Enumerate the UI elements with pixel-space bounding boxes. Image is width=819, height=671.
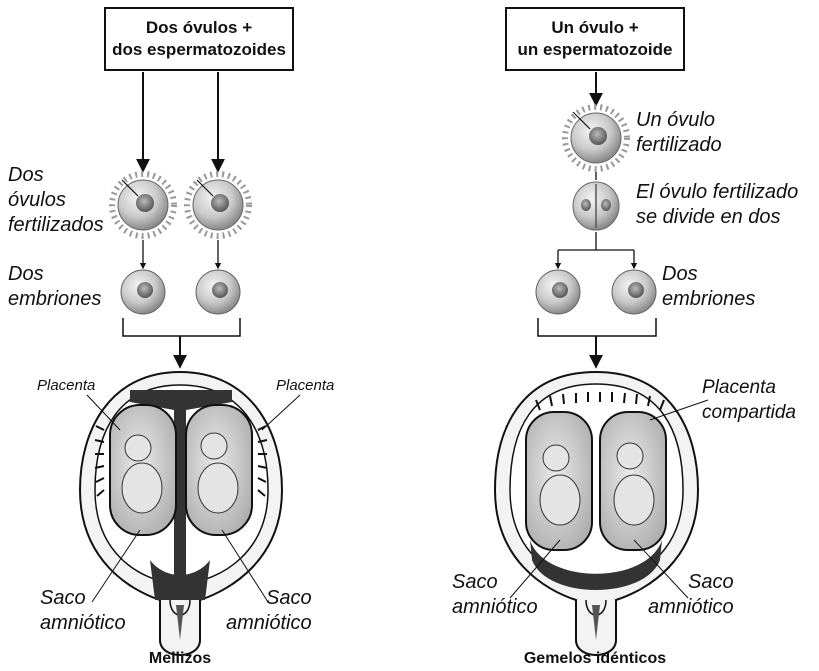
- leader-placenta-right: [262, 395, 300, 430]
- fraternal-start-line-1: Dos óvulos +: [106, 17, 292, 39]
- label-egg-divides: El óvulo fertilizado se divide en dos: [636, 180, 798, 230]
- label-sac-left: Saco amniótico: [40, 586, 126, 636]
- fertilized-egg-right: [187, 174, 249, 236]
- label-sac-right: Saco amniótico: [226, 586, 312, 636]
- label-two-embryos-left: Dos embriones: [8, 262, 101, 312]
- embryo-identical-right: [612, 270, 656, 314]
- caption-fraternal: Mellizos: [130, 650, 230, 668]
- label-two-fertilized-eggs: Dos óvulos fertilizados: [8, 163, 104, 238]
- label-placenta-left: Placenta: [37, 376, 95, 395]
- label-shared-placenta: Placenta compartida: [702, 375, 796, 425]
- label-sac-identical-right: Saco amniótico: [648, 570, 734, 620]
- bracket-left: [123, 318, 240, 336]
- identical-start-box: Un óvulo + un espermatozoide: [505, 7, 685, 71]
- fertilized-egg-single: [565, 107, 627, 169]
- embryo-right: [196, 270, 240, 314]
- fraternal-start-box: Dos óvulos + dos espermatozoides: [104, 7, 294, 71]
- caption-identical: Gemelos idénticos: [500, 650, 690, 668]
- label-one-fertilized-egg: Un óvulo fertilizado: [636, 108, 722, 158]
- bracket-right: [538, 318, 656, 336]
- embryo-left: [121, 270, 165, 314]
- identical-start-line-1: Un óvulo +: [507, 17, 683, 39]
- label-sac-identical-left: Saco amniótico: [452, 570, 538, 620]
- fertilized-egg-left: [112, 174, 174, 236]
- dividing-egg: [573, 182, 619, 230]
- identical-start-line-2: un espermatozoide: [507, 39, 683, 61]
- label-two-embryos-right: Dos embriones: [662, 262, 755, 312]
- label-placenta-right: Placenta: [276, 376, 334, 395]
- embryo-identical-left: [536, 270, 580, 314]
- fraternal-start-line-2: dos espermatozoides: [106, 39, 292, 61]
